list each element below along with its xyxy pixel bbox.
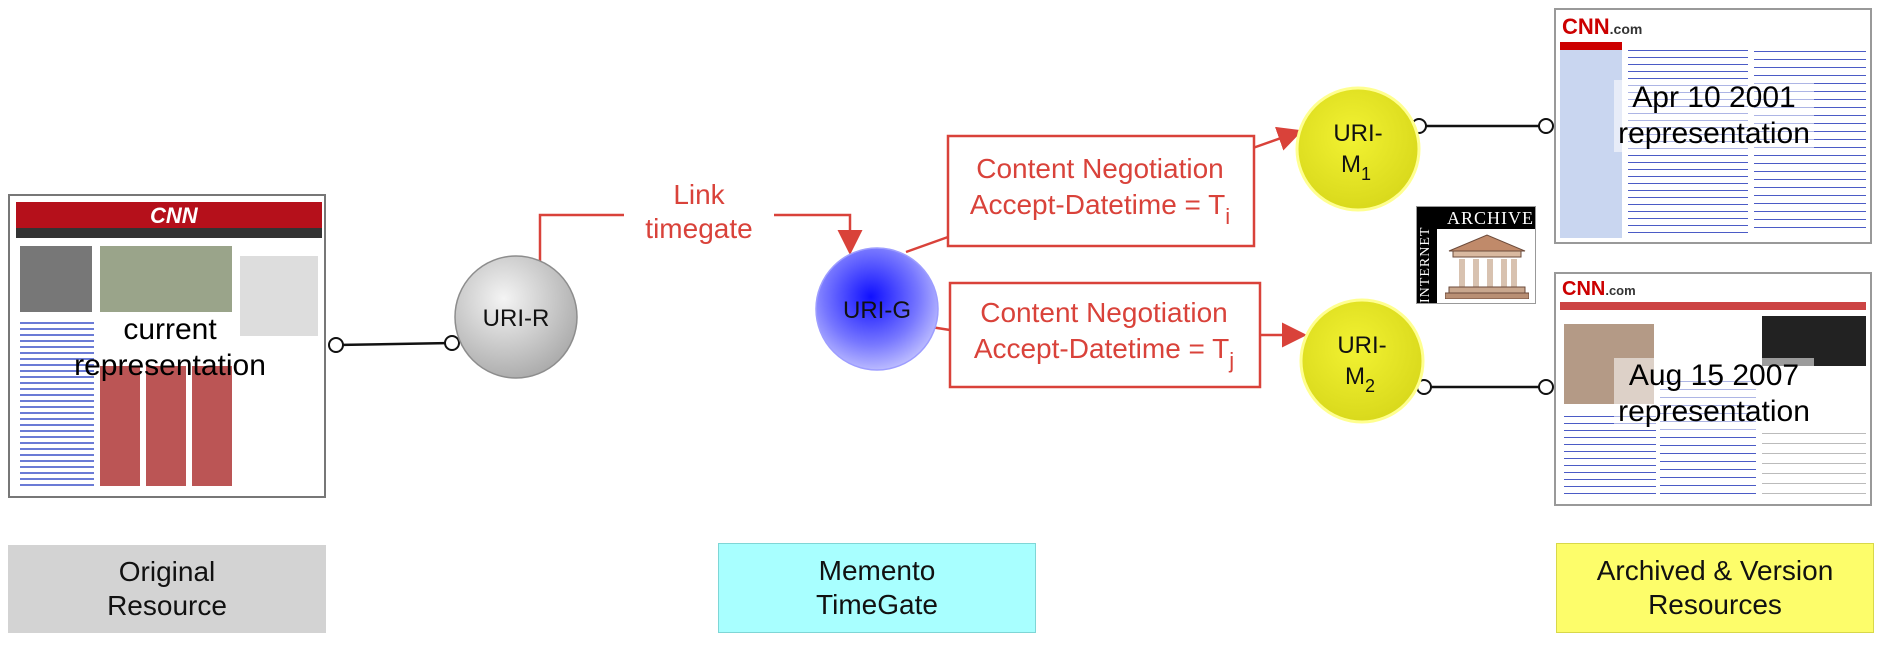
ia-left-bar bbox=[1417, 207, 1437, 303]
uri-r-label: URI-R bbox=[483, 305, 550, 332]
cn-top-line2: Accept-Datetime = Ti bbox=[970, 189, 1230, 229]
aug-2007-representation-label: Aug 15 2007 representation bbox=[1614, 358, 1814, 430]
apr-2001-representation-label: Apr 10 2001 representation bbox=[1614, 80, 1814, 152]
arrow-uri-g-to-m1-start bbox=[905, 235, 949, 254]
arrow-link-timegate-head bbox=[768, 213, 863, 255]
photo-block bbox=[100, 246, 232, 312]
photo-grid bbox=[100, 366, 238, 486]
cnn-logo: CNN bbox=[150, 203, 198, 228]
sidebar-block bbox=[240, 256, 318, 336]
connector-end-dot bbox=[1538, 379, 1554, 395]
arrow-uri-g-to-m1 bbox=[1249, 126, 1303, 151]
current-representation-label: current representation bbox=[74, 313, 266, 382]
cnn-header bbox=[16, 202, 322, 228]
text-column bbox=[20, 318, 94, 488]
memento-timegate-label: Memento TimeGate bbox=[718, 543, 1036, 633]
ia-title: ARCHIVE bbox=[1447, 208, 1534, 228]
cnn-nav bbox=[1560, 302, 1866, 310]
uri-m2-node bbox=[1299, 298, 1425, 424]
cn-bottom-line1: Content Negotiation bbox=[980, 297, 1228, 328]
uri-m1-prefix: URI- bbox=[1333, 120, 1382, 147]
uri-r-node bbox=[454, 255, 578, 379]
connector-current-to-uri-r bbox=[335, 341, 453, 347]
ia-top-bar bbox=[1417, 207, 1535, 229]
connector-end-dot bbox=[444, 335, 460, 351]
current-screenshot: CNN bbox=[8, 194, 326, 498]
connector-end-dot bbox=[1538, 118, 1554, 134]
cnn-logo: CNN.com bbox=[1562, 14, 1643, 39]
cn-bottom-line2: Accept-Datetime = Tj bbox=[974, 333, 1234, 373]
arrow-link-timegate bbox=[538, 213, 630, 262]
content-negotiation-box-bottom bbox=[948, 281, 1262, 389]
cn-top-line1: Content Negotiation bbox=[976, 153, 1224, 184]
cnn-nav bbox=[16, 228, 322, 238]
link-timegate-label: Link timegate bbox=[624, 178, 774, 246]
uri-g-label: URI-G bbox=[843, 297, 911, 324]
photo-block bbox=[20, 246, 92, 312]
uri-m1-suffix: M1 bbox=[1341, 151, 1371, 184]
original-resource-label: Original Resource bbox=[8, 545, 326, 633]
internet-archive-logo: ARCHIVE INTERNET bbox=[1416, 206, 1536, 304]
left-nav bbox=[1560, 42, 1622, 238]
uri-m1-node bbox=[1295, 86, 1421, 212]
uri-m2-prefix: URI- bbox=[1337, 332, 1386, 359]
uri-g-node bbox=[815, 247, 939, 371]
left-nav-highlight bbox=[1560, 42, 1622, 50]
cnn-logo: CNN.com bbox=[1562, 278, 1636, 300]
markets-table bbox=[1762, 424, 1866, 500]
archived-resources-label: Archived & Version Resources bbox=[1556, 543, 1874, 633]
uri-m2-suffix: M2 bbox=[1345, 363, 1375, 396]
content-negotiation-box-top bbox=[946, 134, 1256, 248]
temple-icon bbox=[1445, 234, 1529, 299]
connector-end-dot bbox=[328, 337, 344, 353]
ia-vertical-text: INTERNET bbox=[1418, 226, 1433, 303]
video-strip bbox=[1762, 316, 1866, 366]
